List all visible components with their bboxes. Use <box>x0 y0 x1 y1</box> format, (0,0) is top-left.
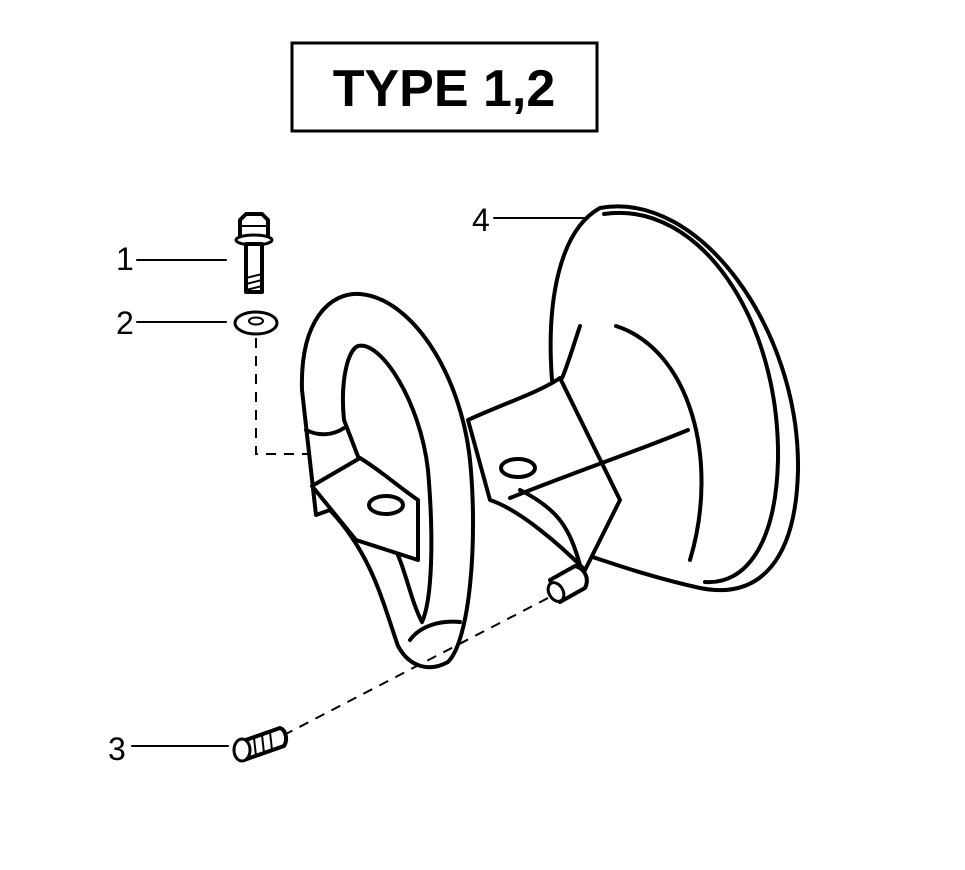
callout-label-2: 2 <box>116 305 134 341</box>
washer-part[interactable] <box>233 310 279 336</box>
callout-4[interactable]: 4 <box>472 202 589 238</box>
callout-1[interactable]: 1 <box>116 241 227 277</box>
callout-3[interactable]: 3 <box>108 731 229 767</box>
page-title: TYPE 1,2 <box>333 60 556 118</box>
set-screw-part[interactable] <box>232 726 289 763</box>
callout-2[interactable]: 2 <box>116 305 227 341</box>
callout-label-1: 1 <box>116 241 134 277</box>
callout-label-3: 3 <box>108 731 126 767</box>
assembly-line-screw <box>281 597 549 737</box>
callout-label-4: 4 <box>472 202 490 238</box>
bolt-part[interactable] <box>234 212 274 294</box>
title-box: TYPE 1,2 <box>290 41 599 133</box>
handle-housing[interactable] <box>299 204 801 670</box>
pin-stub <box>546 564 589 604</box>
